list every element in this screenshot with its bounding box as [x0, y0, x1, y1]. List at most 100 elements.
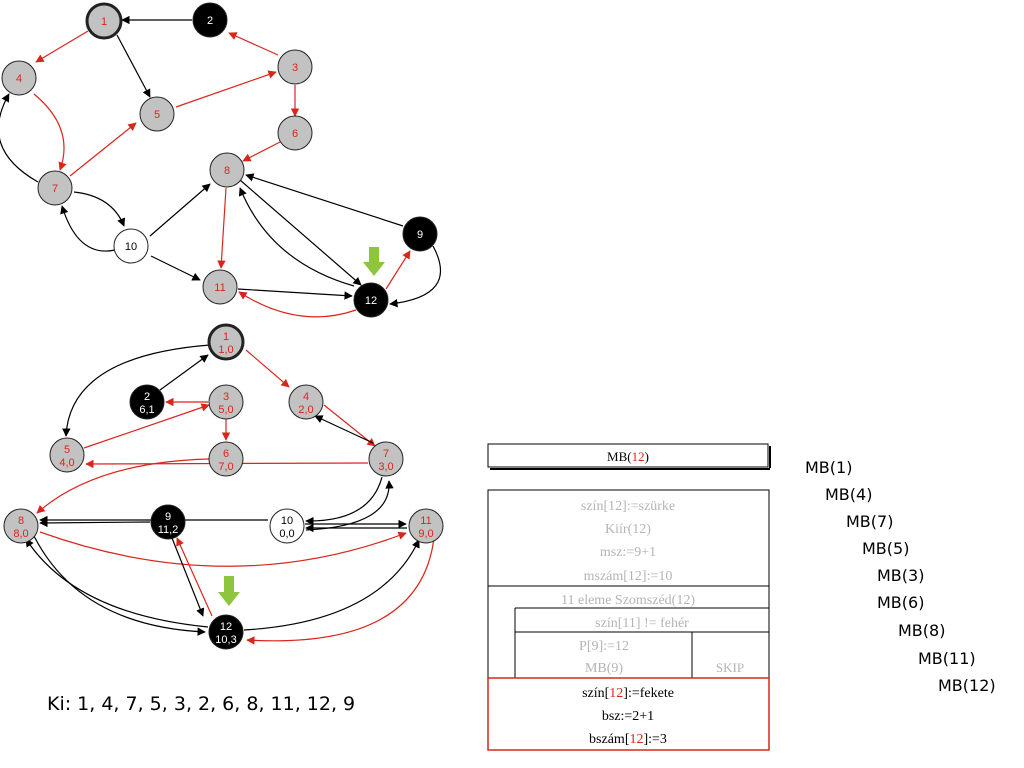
bottom-node-8: 88,0: [3, 508, 39, 544]
edge-8-11: [217, 187, 227, 269]
top-node-10: 10: [113, 228, 149, 264]
node-sublabel: 9,0: [418, 528, 433, 540]
bottom-node-11: 119,0: [408, 508, 444, 544]
call-stack-item: MB(11): [918, 649, 976, 668]
node-circle: [207, 323, 245, 361]
node-circle: [209, 152, 245, 188]
node-label: 10: [125, 241, 137, 253]
edge-3-2: [228, 32, 279, 56]
node-circle: [277, 49, 313, 85]
node-circle: [208, 384, 244, 420]
edge-5-3: [175, 70, 277, 108]
edge-9-12: [171, 537, 205, 617]
struktogram-header-box: [487, 443, 769, 468]
final-line-2: bsz:=2+1: [602, 709, 654, 724]
top-node-1: 1: [85, 2, 123, 40]
bottom-node-2: 26,1: [129, 384, 165, 420]
node-label: 2: [144, 391, 150, 403]
bottom-node-7: 73,0: [368, 441, 404, 477]
init-line-3: msz:=9+1: [600, 545, 656, 560]
graph-bottom-nodes: 11,026,135,042,054,067,073,088,0911,2100…: [3, 323, 444, 650]
edge-10-8: [149, 183, 211, 237]
edge-7-4: [0, 93, 39, 183]
current-node-arrow: [363, 247, 385, 276]
node-sublabel: 7,0: [218, 461, 233, 473]
node-circle: [288, 384, 324, 420]
edge-12-11: [243, 539, 420, 631]
bottom-node-10: 100,0: [269, 508, 305, 544]
edge-5-3: [83, 403, 210, 449]
edge-2-1: [159, 354, 209, 391]
current-node-arrow: [218, 576, 240, 606]
node-label: 12: [365, 295, 377, 307]
edge-6-8: [242, 141, 281, 162]
call-stack-item: MB(3): [877, 566, 924, 585]
final-block-highlight: [487, 677, 770, 751]
node-label: 12: [220, 621, 232, 633]
struktogram-text: MB(12) szín[12]:=szürke Kiír(12) msz:=9+…: [561, 449, 744, 747]
init-line-4: mszám[12]:=10: [584, 569, 673, 584]
bottom-node-9: 911,2: [150, 504, 186, 540]
node-circle: [208, 614, 244, 650]
node-circle: [269, 508, 305, 544]
node-label: 9: [417, 229, 423, 241]
node-label: 7: [383, 448, 389, 460]
edge-1-5: [116, 34, 151, 98]
node-circle: [129, 384, 165, 420]
node-circle: [113, 228, 149, 264]
call-stack-item: MB(7): [846, 512, 893, 531]
edge-10-11: [150, 255, 201, 281]
top-node-4: 4: [1, 60, 37, 96]
top-node-8: 8: [209, 152, 245, 188]
then-line-2: MB(9): [585, 661, 623, 676]
else-label: SKIP: [716, 660, 744, 675]
top-node-3: 3: [277, 49, 313, 85]
node-circle: [202, 269, 238, 305]
condition-label: szín[11] != fehér: [595, 616, 689, 631]
node-label: 6: [292, 128, 298, 140]
top-node-6: 6: [277, 115, 313, 151]
node-circle: [408, 508, 444, 544]
node-sublabel: 5,0: [218, 404, 233, 416]
node-circle: [150, 504, 186, 540]
node-label: 1: [223, 331, 229, 343]
node-label: 11: [214, 282, 225, 294]
node-circle: [402, 216, 438, 252]
then-line-1: P[9]:=12: [579, 639, 629, 654]
call-stack-item: MB(5): [862, 539, 909, 558]
call-stack-item: MB(4): [825, 485, 872, 504]
edge-9-8: [245, 173, 404, 227]
node-sublabel: 0,0: [279, 528, 294, 540]
edge-7-10: [305, 476, 383, 526]
call-stack-item: MB(1): [805, 458, 852, 477]
struktogram-header: MB(12): [607, 449, 649, 464]
bottom-node-4: 42,0: [288, 384, 324, 420]
node-label: 9: [165, 511, 171, 523]
call-stack-item: MB(8): [898, 621, 945, 640]
node-label: 2: [207, 15, 213, 27]
node-sublabel: 8,0: [13, 528, 28, 540]
node-sublabel: 10,3: [215, 634, 236, 646]
edge-10-7: [60, 205, 116, 252]
call-stack-item: MB(6): [877, 593, 924, 612]
edge-12-8: [238, 187, 355, 287]
loop-label: 11 eleme Szomszéd(12): [561, 593, 695, 608]
node-circle: [208, 441, 244, 477]
edge-12-9: [176, 537, 213, 617]
node-label: 3: [292, 62, 298, 74]
edge-7-4: [314, 415, 374, 444]
node-label: 1: [101, 16, 107, 28]
node-sublabel: 4,0: [59, 457, 74, 469]
graph-top-edges: [0, 15, 442, 318]
init-line-1: szín[12]:=szürke: [581, 499, 675, 514]
node-label: 3: [223, 391, 229, 403]
node-label: 4: [303, 391, 309, 403]
node-sublabel: 2,0: [298, 404, 313, 416]
final-line-1: szín[12]:=fekete: [582, 686, 674, 701]
edge-7-10: [73, 191, 126, 227]
top-node-5: 5: [139, 96, 175, 132]
call-stack: MB(1) MB(4) MB(7) MB(5) MB(3) MB(6) MB(8…: [805, 458, 996, 695]
node-sublabel: 6,1: [139, 404, 154, 416]
